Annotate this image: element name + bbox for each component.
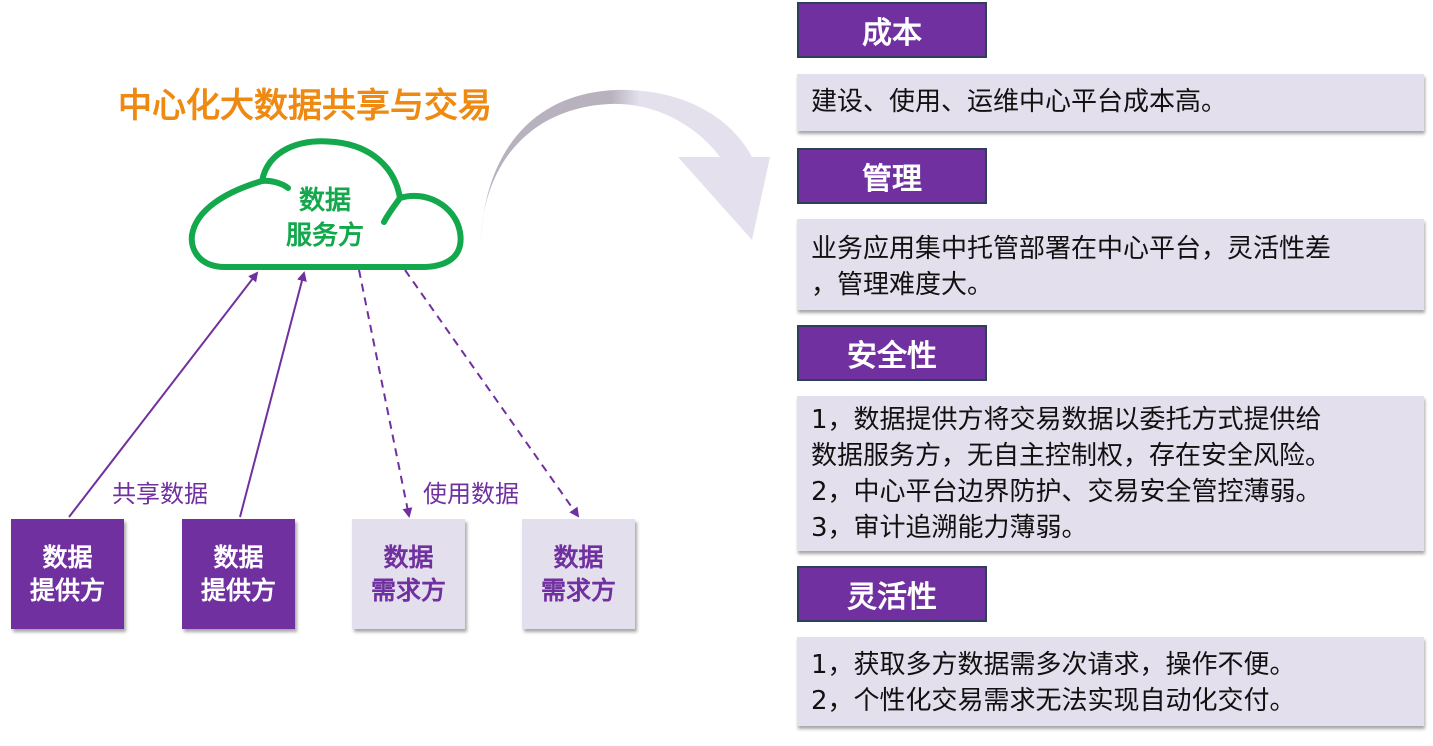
data-provider-node-1: 数据 提供方 (11, 519, 124, 629)
node-line2: 需求方 (540, 576, 616, 605)
use-data-label: 使用数据 (423, 480, 519, 508)
node-line1: 数据 (383, 543, 434, 572)
section-body-security: 1，数据提供方将交易数据以委托方式提供给 数据服务方，无自主控制权，存在安全风险… (797, 396, 1424, 551)
section-body-cost: 建设、使用、运维中心平台成本高。 (797, 74, 1424, 131)
share-data-label: 共享数据 (112, 480, 208, 508)
data-consumer-node-2: 数据 需求方 (522, 519, 635, 629)
node-line1: 数据 (213, 543, 264, 572)
node-line1: 数据 (553, 543, 604, 572)
data-consumer-node-1: 数据 需求方 (352, 519, 465, 629)
data-provider-node-2: 数据 提供方 (182, 519, 295, 629)
cloud-label-line1: 数据 (298, 186, 351, 216)
share-arrow-2 (239, 271, 307, 518)
cloud-label-line2: 服务方 (285, 221, 364, 251)
cloud-shape (188, 138, 464, 270)
curved-arrow-icon (481, 89, 770, 240)
section-body-flexibility: 1，获取多方数据需多次请求，操作不便。 2，个性化交易需求无法实现自动化交付。 (797, 637, 1424, 726)
share-arrow-1 (68, 271, 259, 518)
section-header-management: 管理 (797, 148, 987, 204)
section-header-security: 安全性 (797, 325, 987, 381)
diagram-title: 中心化大数据共享与交易 (118, 86, 492, 126)
node-line2: 需求方 (370, 576, 446, 605)
section-header-flexibility: 灵活性 (797, 566, 987, 622)
use-arrow-1 (358, 269, 413, 518)
node-line2: 提供方 (200, 576, 276, 605)
section-body-management: 业务应用集中托管部署在中心平台，灵活性差 ，管理难度大。 (797, 219, 1424, 310)
node-line1: 数据 (42, 543, 93, 572)
section-header-cost: 成本 (797, 2, 987, 58)
node-line2: 提供方 (29, 576, 105, 605)
